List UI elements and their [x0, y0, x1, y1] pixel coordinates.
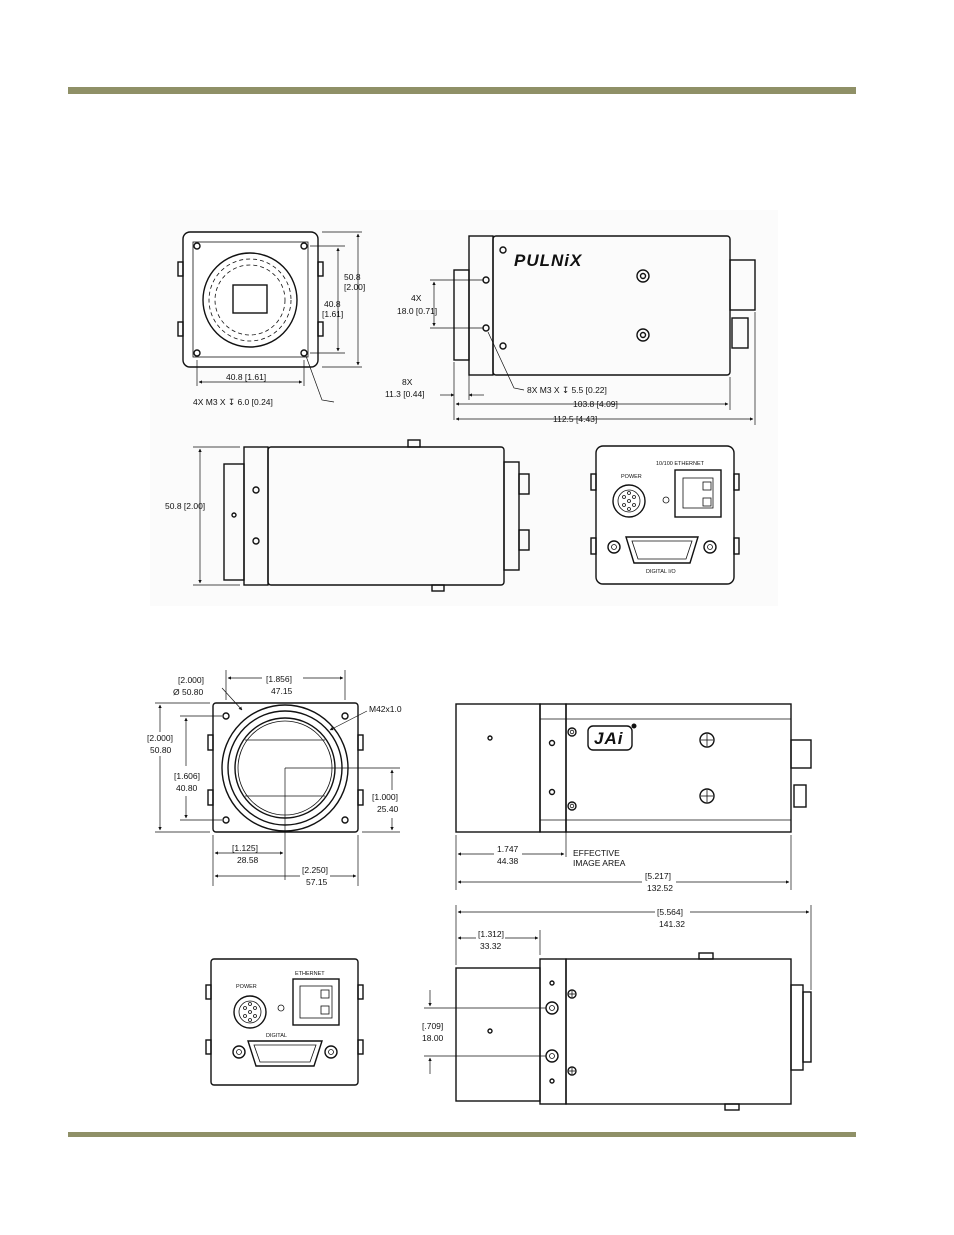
pulnix-drawing: 50.8 [2.00] 40.8 [1.61] 40.8 [1.61] 4X M…: [150, 210, 778, 606]
pulnix-ethernet-label: 10/100 ETHERNET: [656, 461, 705, 467]
pulnix-rear-view: 10/100 ETHERNET POWER DIGITAL I/O: [590, 445, 740, 585]
jai-brand: JAi: [594, 729, 624, 748]
jai-front-top-in: [1.856]: [266, 674, 292, 684]
jai-logo: [587, 725, 633, 751]
jai-front-height-in: [2.000]: [147, 733, 173, 743]
pulnix-power-connector: [612, 484, 646, 518]
pulnix-digital-io-connector: [625, 536, 699, 564]
pulnix-side-hole-count: 4X: [411, 293, 422, 303]
pulnix-bottom-height: 50.8 [2.00]: [165, 501, 205, 511]
jai-front-diameter-mm: Ø 50.80: [173, 687, 204, 697]
pulnix-front-height-mm: 50.8: [344, 272, 361, 282]
jai-ethernet-port: [292, 978, 340, 1026]
jai-side-length-in: [5.217]: [645, 871, 671, 881]
jai-power-connector: [233, 995, 267, 1029]
jai-front-center-v-in: [1.000]: [372, 792, 398, 802]
jai-drawing: [2.000] Ø 50.80 [1.856] 47.15 M42x1.0 [2…: [147, 670, 812, 1111]
pulnix-front-height-in: [2.00]: [344, 282, 365, 292]
footer-rule: [68, 1132, 856, 1137]
jai-front-diameter-in: [2.000]: [178, 675, 204, 685]
jai-bottom-view: [5.564] 141.32 [1.312] 33.32 [.709] 18.0…: [422, 905, 812, 1111]
jai-bottom-hole-in: [.709]: [422, 1021, 443, 1031]
jai-front-center-h-in: [1.125]: [232, 843, 258, 853]
pulnix-total-length: 112.5 [4.43]: [553, 414, 597, 424]
jai-side-sensor-mm: 44.38: [497, 856, 519, 866]
jai-bottom-lens-mm: 33.32: [480, 941, 502, 951]
jai-front-height-mm: 50.80: [150, 745, 172, 755]
jai-digital-label: DIGITAL: [266, 1033, 287, 1039]
pulnix-side-holes: 8X M3 X ↧ 5.5 [0.22]: [527, 385, 607, 395]
jai-bottom-total-in: [5.564]: [657, 907, 683, 917]
jai-front-top-mm: 47.15: [271, 686, 293, 696]
jai-side-sensor-in: 1.747: [497, 844, 519, 854]
pulnix-ethernet-port: [674, 469, 722, 518]
jai-effective-label-1: EFFECTIVE: [573, 848, 620, 858]
jai-bottom-hole-mm: 18.00: [422, 1033, 444, 1043]
pulnix-front-hole-v-in: [1.61]: [322, 309, 343, 319]
jai-front-thread: M42x1.0: [369, 704, 402, 714]
jai-side-view: JAi 1.747 44.38 EFFECTIVE IMAGE AREA [5.…: [455, 703, 812, 893]
jai-front-center-v-mm: 25.40: [377, 804, 399, 814]
pulnix-front-hole-h: 40.8 [1.61]: [226, 372, 266, 382]
jai-front-center-h-mm: 28.58: [237, 855, 259, 865]
jai-front-inner-in: [1.606]: [174, 771, 200, 781]
jai-front-inner-mm: 40.80: [176, 783, 198, 793]
pulnix-bottom-view: 50.8 [2.00]: [165, 439, 530, 592]
jai-effective-label-2: IMAGE AREA: [573, 858, 626, 868]
pulnix-power-label: POWER: [621, 474, 642, 480]
pulnix-io-label: DIGITAL I/O: [646, 569, 676, 575]
pulnix-body-length: 103.8 [4.09]: [573, 399, 618, 409]
pulnix-front-mount-holes: 4X M3 X ↧ 6.0 [0.24]: [193, 397, 273, 407]
jai-front-width-mm: 57.15: [306, 877, 328, 887]
jai-front-width-in: [2.250]: [302, 865, 328, 875]
jai-power-label: POWER: [236, 984, 257, 990]
jai-ethernet-label: ETHERNET: [295, 971, 325, 977]
jai-digital-connector: [247, 1040, 323, 1067]
jai-bottom-lens-in: [1.312]: [478, 929, 504, 939]
pulnix-side-hole-pitch: 18.0 [0.71]: [397, 306, 437, 316]
pulnix-front-view: 50.8 [2.00] 40.8 [1.61] 40.8 [1.61] 4X M…: [177, 231, 365, 407]
header-rule: [68, 87, 856, 94]
jai-rear-view: POWER ETHERNET DIGITAL: [205, 958, 364, 1086]
jai-bottom-total-mm: 141.32: [659, 919, 685, 929]
pulnix-flange-count: 8X: [402, 377, 413, 387]
jai-side-length-mm: 132.52: [647, 883, 673, 893]
pulnix-flange-length: 11.3 [0.44]: [385, 389, 425, 399]
jai-front-view: [2.000] Ø 50.80 [1.856] 47.15 M42x1.0 [2…: [147, 670, 402, 887]
pulnix-side-view: PULNiX 4X 18.0 [0.71] 8X 11.3 [0.44] 8X …: [385, 235, 756, 425]
pulnix-front-hole-v-mm: 40.8: [324, 299, 341, 309]
pulnix-brand: PULNiX: [514, 251, 583, 270]
